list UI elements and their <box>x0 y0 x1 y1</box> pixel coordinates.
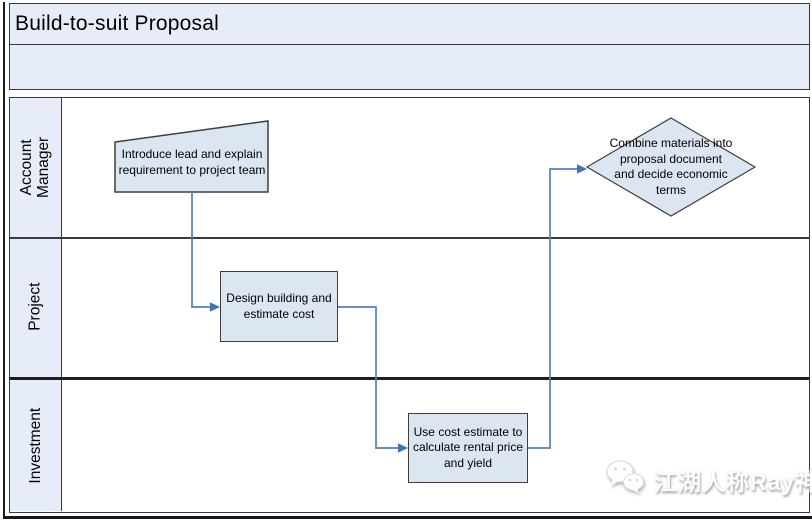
process-box-design: Design building and estimate cost <box>220 271 338 342</box>
process-box-cost: Use cost estimate to calculate rental pr… <box>408 413 528 483</box>
watermark: 江湖人称Ray神 <box>605 459 812 500</box>
lane-header-project: Project <box>10 237 62 377</box>
process-box-label: Design building and estimate cost <box>226 290 332 321</box>
page-edge-bottom <box>3 516 812 519</box>
watermark-text: 江湖人称Ray神 <box>654 468 812 495</box>
diagram-title-band: Build-to-suit Proposal <box>9 3 810 45</box>
lane-label: Project <box>26 282 44 332</box>
page-edge-left <box>3 2 5 517</box>
lane-label: Investment <box>26 407 44 484</box>
lane-divider-1 <box>10 237 809 239</box>
page-title: Build-to-suit Proposal <box>15 12 219 35</box>
manual-input-shape-label: Introduce lead and explain requirement t… <box>118 147 266 177</box>
wechat-icon <box>605 459 645 500</box>
lane-label: Account Manager <box>18 136 53 199</box>
lane-header-investment: Investment <box>10 380 62 511</box>
lane-divider-2 <box>10 377 809 380</box>
lane-header-account-manager: Account Manager <box>10 98 62 237</box>
decision-diamond-label: Combine materials into proposal document… <box>609 136 733 197</box>
process-box-label: Use cost estimate to calculate rental pr… <box>412 424 524 470</box>
phase-band <box>9 44 810 90</box>
